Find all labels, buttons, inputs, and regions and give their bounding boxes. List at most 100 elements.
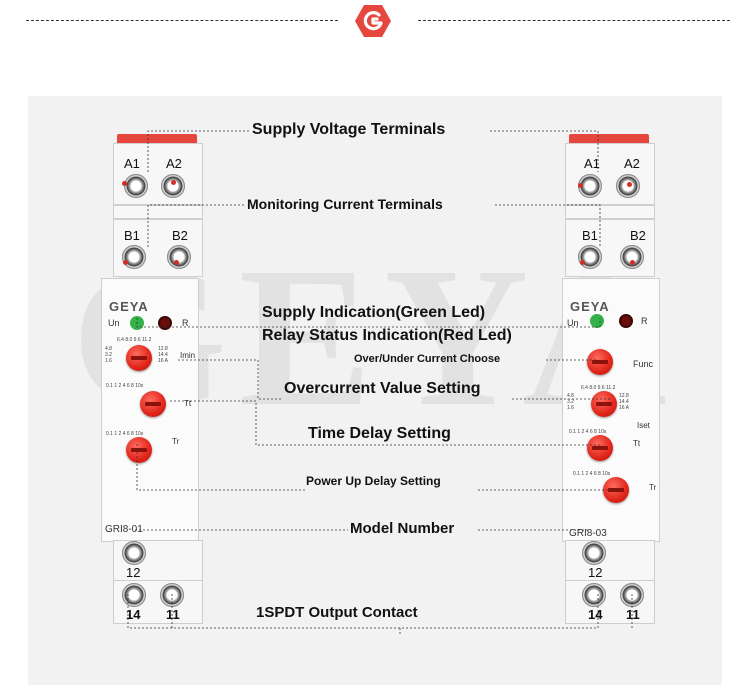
leader-line bbox=[490, 130, 599, 172]
terminal-marker-icon bbox=[630, 260, 635, 265]
left-top-tab bbox=[117, 134, 197, 144]
imin-label: Imin bbox=[180, 351, 196, 360]
model-number-label: GRI8-03 bbox=[569, 528, 607, 539]
imin-scale-left: 4.8 3.2 1.6 bbox=[105, 346, 112, 364]
green-led-icon bbox=[590, 314, 604, 328]
tt-label: Tt bbox=[633, 439, 641, 448]
terminal-a1-label: A1 bbox=[124, 156, 140, 171]
terminal-a2-label: A2 bbox=[624, 156, 640, 171]
func-label: Func bbox=[633, 359, 654, 369]
tr-scale: 0.1 1 2 4 6 8 10s bbox=[573, 471, 611, 477]
tr-label: Tr bbox=[649, 483, 657, 492]
terminal-12-label: 12 bbox=[126, 565, 141, 580]
left-monitoring-terminal-block: B1 B2 bbox=[113, 219, 203, 277]
header-band bbox=[0, 0, 750, 82]
tr-label: Tr bbox=[172, 437, 180, 446]
screw-terminal-icon bbox=[161, 174, 185, 198]
red-led-icon bbox=[158, 316, 172, 330]
callout-overcurrent: Overcurrent Value Setting bbox=[284, 380, 481, 397]
terminal-b2-label: B2 bbox=[172, 228, 188, 243]
brand-label: GEYA bbox=[109, 299, 149, 314]
terminal-marker-icon bbox=[122, 181, 127, 186]
leader-line bbox=[147, 204, 246, 247]
right-supply-terminal-block: A1 A2 bbox=[565, 143, 655, 205]
right-monitoring-terminal-block: B1 B2 bbox=[565, 219, 655, 277]
terminal-marker-icon bbox=[580, 260, 585, 265]
callout-supply-voltage: Supply Voltage Terminals bbox=[252, 121, 446, 138]
leader-line bbox=[178, 359, 282, 400]
terminal-marker-icon bbox=[578, 183, 583, 188]
red-led-icon bbox=[619, 314, 633, 328]
terminal-b1-label: B1 bbox=[582, 228, 598, 243]
callout-output-contact: 1SPDT Output Contact bbox=[256, 604, 418, 621]
leader-line bbox=[170, 400, 600, 446]
led-r-label: R bbox=[182, 318, 189, 328]
screw-terminal-icon bbox=[122, 541, 146, 565]
screw-terminal-icon bbox=[122, 583, 146, 607]
screw-terminal-icon bbox=[582, 583, 606, 607]
led-r-label: R bbox=[641, 316, 648, 326]
header-divider-right bbox=[418, 20, 730, 21]
geya-logo-icon bbox=[355, 5, 391, 37]
right-separator bbox=[565, 205, 655, 219]
leader-line bbox=[495, 204, 601, 247]
left-relay-body: GEYA Un R 6.4 8.0 9.6 11.2 4.8 3.2 1.6 1… bbox=[101, 278, 199, 542]
screw-terminal-icon bbox=[122, 245, 146, 269]
terminal-marker-icon bbox=[627, 182, 632, 187]
screw-terminal-icon bbox=[578, 245, 602, 269]
screw-terminal-icon bbox=[582, 541, 606, 565]
callout-time-delay: Time Delay Setting bbox=[308, 425, 451, 442]
callout-model-number: Model Number bbox=[350, 520, 455, 537]
tt-scale: 0.1 1 2 4 6 8 10s bbox=[569, 429, 607, 435]
iset-label: Iset bbox=[637, 421, 650, 430]
leader-line bbox=[127, 594, 599, 629]
iset-knob[interactable] bbox=[591, 391, 617, 417]
terminal-11-label: 11 bbox=[166, 607, 180, 622]
led-un-label: Un bbox=[108, 318, 120, 328]
screw-terminal-icon bbox=[167, 245, 191, 269]
iset-scale-right: 12.8 14.4 16 A bbox=[619, 393, 630, 411]
leader-line bbox=[136, 318, 601, 328]
imin-scale-top: 6.4 8.0 9.6 11.2 bbox=[117, 337, 152, 343]
screw-terminal-icon bbox=[124, 174, 148, 198]
header-divider-left bbox=[26, 20, 338, 21]
callout-monitoring-current: Monitoring Current Terminals bbox=[247, 196, 443, 212]
tr-scale: 0.1 1 2 4 6 8 10s bbox=[106, 431, 144, 437]
right-top-tab bbox=[569, 134, 649, 144]
leader-line bbox=[147, 130, 250, 172]
iset-scale-left: 4.8 3.2 1.6 bbox=[567, 393, 574, 411]
tt-knob[interactable] bbox=[587, 435, 613, 461]
callout-relay-status: Relay Status Indication(Red Led) bbox=[262, 327, 512, 344]
right-relay-body: GEYA Un R Func 6.4 8.0 9.6 11.2 4.8 3.2 … bbox=[562, 278, 660, 542]
iset-scale-top: 6.4 8.0 9.6 11.2 bbox=[581, 385, 616, 391]
callout-supply-indication: Supply Indication(Green Led) bbox=[262, 304, 486, 321]
model-number-label: GRI8-01 bbox=[105, 524, 143, 535]
screw-terminal-icon bbox=[620, 245, 644, 269]
terminal-12-label: 12 bbox=[588, 565, 603, 580]
left-separator bbox=[113, 205, 203, 219]
imin-scale-right: 12.8 14.4 16 A bbox=[158, 346, 169, 364]
terminal-b2-label: B2 bbox=[630, 228, 646, 243]
imin-knob[interactable] bbox=[126, 345, 152, 371]
brand-label: GEYA bbox=[570, 299, 610, 314]
tt-label: Tt bbox=[184, 399, 192, 408]
left-output-upper-block: 12 bbox=[113, 540, 203, 582]
callout-over-under: Over/Under Current Choose bbox=[354, 353, 501, 365]
terminal-marker-icon bbox=[171, 180, 176, 185]
callout-power-up: Power Up Delay Setting bbox=[306, 474, 441, 488]
led-un-label: Un bbox=[567, 318, 579, 328]
terminal-marker-icon bbox=[123, 260, 128, 265]
tr-knob[interactable] bbox=[126, 437, 152, 463]
terminal-b1-label: B1 bbox=[124, 228, 140, 243]
func-knob[interactable] bbox=[587, 349, 613, 375]
leader-line bbox=[136, 444, 305, 491]
terminal-marker-icon bbox=[174, 260, 179, 265]
left-supply-terminal-block: A1 A2 bbox=[113, 143, 203, 205]
terminal-a1-label: A1 bbox=[584, 156, 600, 171]
tt-scale: 0.1 1 2 4 6 8 10s bbox=[106, 383, 144, 389]
terminal-14-label: 14 bbox=[126, 607, 141, 622]
terminal-11-label: 11 bbox=[626, 607, 640, 622]
terminal-a2-label: A2 bbox=[166, 156, 182, 171]
tt-knob[interactable] bbox=[140, 391, 166, 417]
